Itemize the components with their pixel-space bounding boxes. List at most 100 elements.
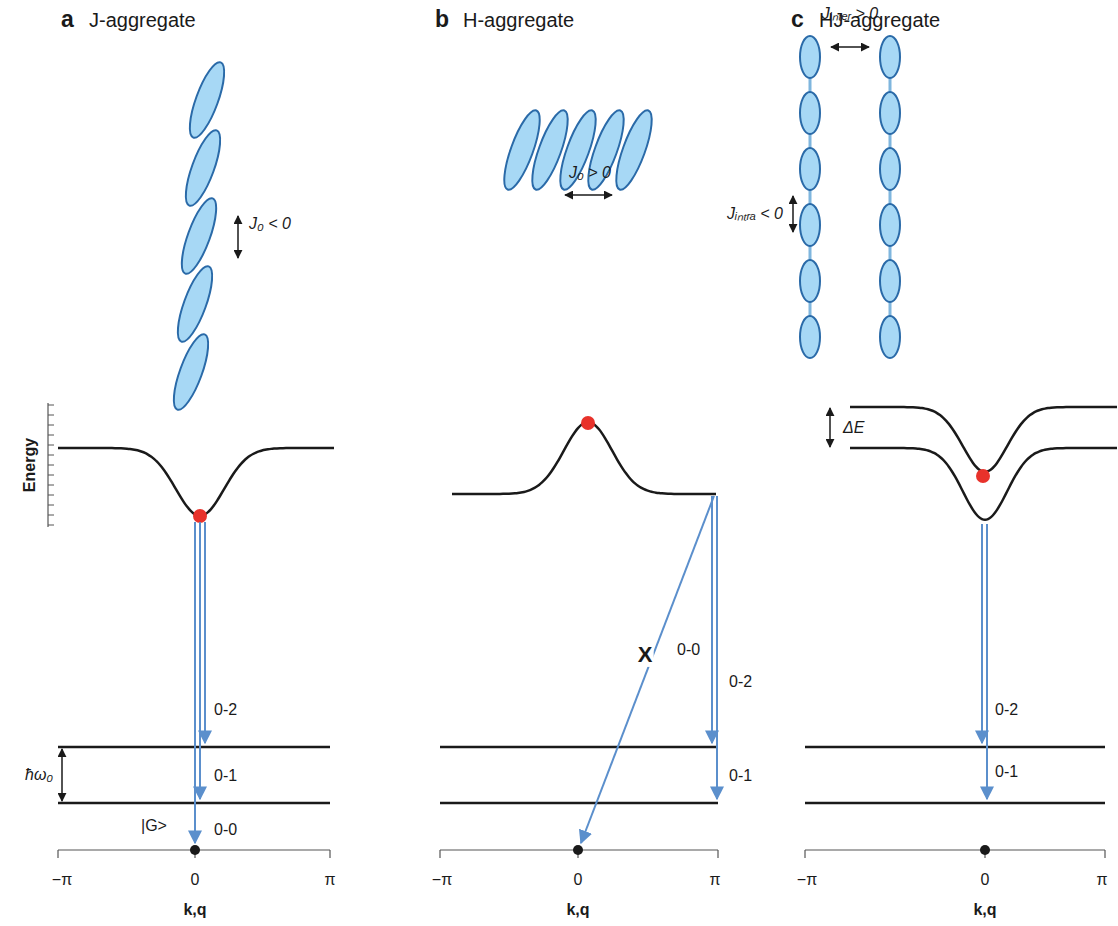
axis-tick: [329, 850, 330, 858]
molecule: [800, 316, 820, 358]
axis-tick: [48, 525, 54, 526]
emitting-state: [581, 416, 595, 430]
molecule: [800, 36, 820, 78]
axis-tick: [48, 435, 54, 436]
panel-letter: c: [790, 7, 805, 32]
k-axis: [805, 849, 1105, 850]
transition-label: 0-1: [213, 767, 238, 785]
axis-tick: [57, 850, 58, 858]
coupling-arrow: [61, 749, 63, 801]
molecule: [880, 204, 900, 246]
energy-levels: [58, 747, 1105, 803]
vibronic-level: [805, 746, 1105, 749]
transition-arrow: [581, 496, 714, 843]
molecule: [167, 331, 215, 414]
axis-tick: [48, 425, 54, 426]
molecule: [179, 127, 227, 210]
vibration-label: ħω₀: [24, 766, 54, 784]
gap-label: ΔE: [842, 419, 865, 437]
transition-label: 0-2: [728, 673, 753, 691]
tick-label: −π: [796, 871, 818, 889]
chain-backbone: [809, 40, 812, 352]
emitting-state: [193, 509, 207, 523]
molecule: [171, 263, 219, 346]
coupling-arrow: [237, 216, 239, 258]
vibronic-level: [805, 802, 1105, 805]
molecule: [880, 260, 900, 302]
coupling-arrow: [829, 408, 831, 447]
axis-tick: [48, 505, 54, 506]
coupling-label: Jᵢₙₜᵣₐ < 0: [726, 205, 784, 223]
axis-title: k,q: [565, 901, 590, 919]
transition-label: 0-0: [676, 641, 701, 659]
transition-arrow: [204, 522, 206, 743]
vibronic-level: [440, 802, 718, 805]
axis-tick: [48, 415, 54, 416]
tick-label: π: [323, 871, 336, 889]
molecule: [880, 148, 900, 190]
axis-tick: [48, 465, 54, 466]
tick-label: 0: [980, 871, 991, 889]
tick-label: −π: [51, 871, 73, 889]
tick-label: 0: [573, 871, 584, 889]
axis-tick: [48, 495, 54, 496]
exciton-band: [850, 448, 1117, 520]
chain-backbone: [889, 40, 892, 352]
axis-tick: [1104, 850, 1105, 858]
axis-tick: [48, 475, 54, 476]
transition-arrow: [194, 522, 196, 843]
transition-arrow: [986, 524, 988, 799]
molecule: [800, 204, 820, 246]
exciton-band: [58, 448, 334, 516]
tick-label: π: [1095, 871, 1108, 889]
coupling-label: Jᵢₙₜₑᵣ > 0: [821, 5, 879, 23]
molecule: [880, 36, 900, 78]
emission-arrows: [195, 496, 987, 843]
axis-tick: [48, 405, 54, 406]
ground-state-dot: [190, 845, 200, 855]
axis-tick: [48, 485, 54, 486]
ground-state-dot: [980, 845, 990, 855]
axis-title: k,q: [972, 901, 997, 919]
panel-letter: a: [60, 7, 75, 32]
k-axes: [48, 403, 1105, 858]
axis-title: Energy: [21, 437, 39, 493]
molecule: [175, 195, 223, 278]
transition-arrow: [199, 522, 201, 799]
transition-arrow: [711, 496, 713, 743]
vibronic-level: [440, 746, 718, 749]
axis-tick: [48, 455, 54, 456]
coupling-arrows: [62, 47, 869, 801]
panel-letter: b: [434, 7, 450, 32]
state-label: |G>: [140, 817, 168, 835]
transition-label: 0-2: [213, 701, 238, 719]
axis-tick: [48, 515, 54, 516]
coupling-label: J₀ < 0: [248, 215, 292, 233]
molecule: [183, 59, 231, 142]
molecule-ellipses: [167, 36, 900, 413]
axis-tick: [804, 850, 805, 858]
molecule: [609, 107, 658, 193]
transition-label: 0-1: [994, 763, 1019, 781]
panel-title: J-aggregate: [88, 9, 197, 31]
coupling-arrow: [565, 194, 612, 196]
coupling-label: J₀ > 0: [568, 164, 612, 182]
axis-tick: [48, 445, 54, 446]
transition-arrow: [716, 496, 718, 799]
molecule: [880, 316, 900, 358]
exciton-band: [850, 407, 1117, 472]
axis-tick: [717, 850, 718, 858]
transition-label: 0-0: [213, 821, 238, 839]
molecule: [800, 92, 820, 134]
forbidden-mark: X: [637, 643, 654, 667]
tick-label: π: [708, 871, 721, 889]
coupling-arrow: [792, 196, 794, 232]
panel-title: H-aggregate: [462, 9, 575, 31]
tick-label: −π: [431, 871, 453, 889]
molecule: [880, 92, 900, 134]
molecule: [800, 148, 820, 190]
ground-state-dot: [573, 845, 583, 855]
molecule: [800, 260, 820, 302]
transition-label: 0-2: [994, 701, 1019, 719]
